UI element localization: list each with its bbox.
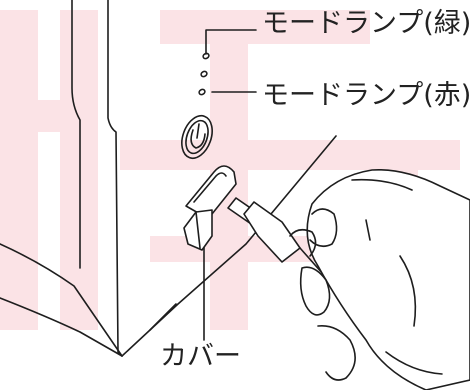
mode-lamp-indicator-icon	[198, 52, 210, 96]
mode-lamp-green-label: モードランプ(緑)	[262, 8, 470, 39]
cover-label: カバー	[160, 341, 241, 372]
hand	[289, 169, 470, 390]
mode-lamp-red-label: モードランプ(赤)	[262, 80, 470, 111]
device-outline	[0, 0, 337, 357]
power-icon	[181, 114, 213, 160]
cover	[183, 165, 237, 251]
